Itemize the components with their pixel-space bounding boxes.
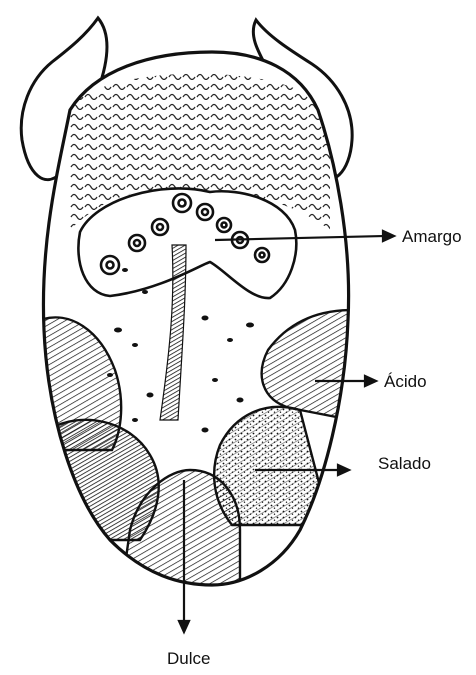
label-salty: Salado (378, 454, 431, 473)
label-sweet: Dulce (167, 649, 210, 668)
label-sour: Ácido (384, 372, 427, 391)
label-bitter: Amargo (402, 227, 462, 246)
